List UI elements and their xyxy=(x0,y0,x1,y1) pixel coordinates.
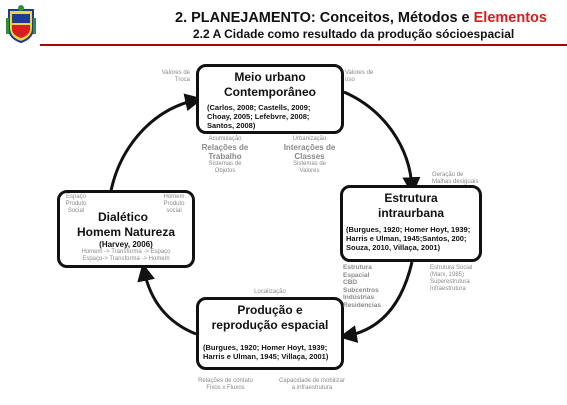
box-estrutura-ref-1: (Burgues, 1920; Homer Hoyt, 1939; xyxy=(346,225,471,234)
note-estrutura-espacial-6: Residencias xyxy=(343,301,381,309)
box-producao-ref-1: (Burgues, 1920; Homer Hoyt, 1939; xyxy=(203,343,328,352)
note-localizacao: Localização xyxy=(254,289,286,295)
box-meio-urbano-ref-2: Choay, 2005; Lefebvre, 2008; xyxy=(207,112,310,121)
box-producao-espacial: Produção e reprodução espacial (Burgues,… xyxy=(196,297,344,370)
note-estrutura-social-2: (Marx, 1985) xyxy=(430,272,465,278)
center-left-small-top: Acumulação xyxy=(208,136,242,142)
note-relacoes-contato: Relações de contato Fixos x Fluxos xyxy=(188,378,263,392)
page-title-accent: Elementos xyxy=(473,10,547,26)
note-estrutura-social-1: Estrutura Social xyxy=(430,265,473,271)
center-right-small-2: Valores xyxy=(299,168,320,174)
center-right-bold-1: Interações de xyxy=(283,143,336,152)
note-capacidade-2: a infraestrutura xyxy=(291,385,333,391)
page-title: 2. PLANEJAMENTO: Conceitos, Métodos e El… xyxy=(175,10,547,26)
box-dialetico: Dialético Homem Natureza (Harvey, 2006) … xyxy=(57,190,195,268)
center-right-small-top: Urbanização xyxy=(292,136,327,142)
note-espaco-produto-3: Social xyxy=(67,208,85,214)
center-left-bold-2: Trabalho xyxy=(208,152,242,161)
center-right-bold-2: Classes xyxy=(294,152,325,161)
box-dialetico-flow-2: Espaço-> Transforma -> Homem xyxy=(82,256,170,262)
note-estrutura-espacial-1: Estrutura xyxy=(343,264,372,271)
page-title-main: 2. PLANEJAMENTO: Conceitos, Métodos e xyxy=(175,10,470,26)
note-capacidade: Capacidade de mobilizar a infraestrutura xyxy=(272,378,352,392)
note-valores-uso-2: uso xyxy=(345,77,355,83)
box-estrutura-title-1: Estrutura xyxy=(384,191,438,205)
note-homem-produto-2: Produto xyxy=(163,201,185,207)
note-geracao-1: Geração de xyxy=(432,172,464,178)
box-dialetico-flow-1: Homem -> Transforma -> Espaço xyxy=(81,249,171,255)
note-relacoes-contato-1: Relações de contato xyxy=(198,378,253,384)
note-geracao-2: Malhas desiguais xyxy=(432,179,479,185)
note-estrutura-espacial-2: Espacial xyxy=(343,271,370,279)
coat-of-arms-icon xyxy=(6,5,36,44)
note-valores-uso-1: Valores de xyxy=(345,70,374,76)
box-dialetico-ref: (Harvey, 2006) xyxy=(99,240,153,249)
note-geracao-malhas: Geração de Malhas desiguais xyxy=(432,172,502,186)
center-interacoes-classes: Urbanização Interações de Classes Sistem… xyxy=(272,136,347,175)
box-estrutura-intraurbana: Estrutura intraurbana (Burgues, 1920; Ho… xyxy=(340,185,482,262)
box-producao-ref-2: Harris e Ulman, 1945; Villaça, 2001) xyxy=(203,352,329,361)
box-dialetico-title-1: Dialético xyxy=(98,210,149,224)
note-estrutura-espacial: Estrutura Espacial CBD Subcentros Indúst… xyxy=(343,264,393,309)
note-homem-produto-3: social xyxy=(166,208,182,214)
box-meio-urbano: Meio urbano Contemporâneo (Carlos, 2008;… xyxy=(196,64,344,134)
box-estrutura-title-2: intraurbana xyxy=(377,206,444,220)
note-relacoes-contato-2: Fixos x Fluxos xyxy=(206,385,245,391)
box-meio-urbano-title-1: Meio urbano xyxy=(234,70,306,84)
box-estrutura-ref-3: Souza, 2010, Villaça, 2001) xyxy=(346,243,441,252)
box-meio-urbano-ref-1: (Carlos, 2008; Castells, 2009; xyxy=(207,103,311,112)
center-left-small-2: Objetos xyxy=(214,168,236,174)
note-estrutura-social-3: Superestrutura xyxy=(430,279,470,285)
page-subtitle: 2.2 A Cidade como resultado da produção … xyxy=(193,27,515,41)
note-estrutura-espacial-5: Indústrias xyxy=(343,294,375,301)
note-espaco-produto-2: Produto xyxy=(65,201,87,207)
center-right-small-1: Sistemas de xyxy=(292,161,326,167)
note-capacidade-1: Capacidade de mobilizar xyxy=(278,378,346,384)
box-producao-title-1: Produção e xyxy=(237,303,303,317)
note-estrutura-espacial-3: CBD xyxy=(343,279,358,286)
arrow-right-to-bottom xyxy=(338,261,414,343)
box-dialetico-title-2: Homem Natureza xyxy=(76,225,176,239)
note-homem-produto-1: Homem xyxy=(163,194,185,200)
note-valores-troca-2: Troca xyxy=(174,77,190,83)
header-divider xyxy=(40,44,567,46)
box-meio-urbano-ref-3: Santos, 2008) xyxy=(207,121,256,130)
center-left-bold-1: Relações de xyxy=(201,143,249,152)
note-valores-troca: Valores de Troca xyxy=(150,70,190,84)
note-valores-uso: Valores de uso xyxy=(345,70,385,84)
center-relacoes-trabalho: Acumulação Relações de Trabalho Sistemas… xyxy=(190,136,260,175)
note-valores-troca-1: Valores de xyxy=(161,70,190,76)
box-producao-title-2: reprodução espacial xyxy=(211,318,329,332)
arrow-bottom-to-left xyxy=(137,262,197,336)
note-homem-produto: Homem Produto social xyxy=(156,194,192,215)
center-left-small-1: Sistemas de xyxy=(208,161,242,167)
note-espaco-produto: Espaço Produto Social xyxy=(58,194,94,215)
note-estrutura-social-4: Infraestrutura xyxy=(430,286,466,292)
note-espaco-produto-1: Espaço xyxy=(65,194,86,200)
note-estrutura-espacial-4: Subcentros xyxy=(343,286,379,294)
arrow-top-to-right xyxy=(343,90,421,196)
arrow-left-to-top xyxy=(108,93,204,197)
note-estrutura-social: Estrutura Social (Marx, 1985) Superestru… xyxy=(430,265,500,293)
box-estrutura-ref-2: Harris e Ulman, 1945;Santos, 200; xyxy=(346,234,467,243)
box-meio-urbano-title-2: Contemporâneo xyxy=(223,85,316,99)
